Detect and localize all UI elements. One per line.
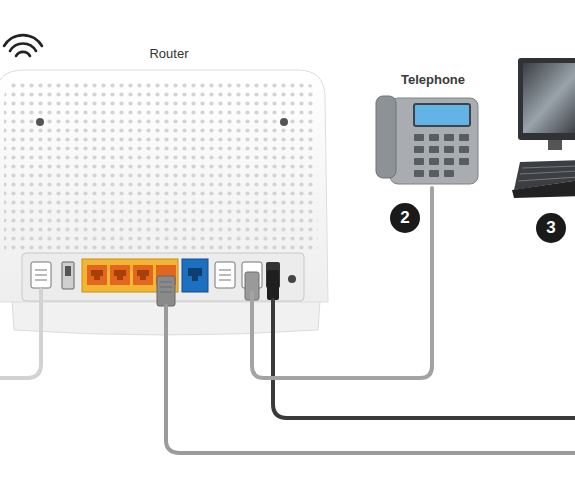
- cables: [0, 290, 575, 453]
- router-illustration: [0, 70, 328, 335]
- callout-circle: [390, 203, 420, 233]
- telephone-illustration: [376, 96, 478, 184]
- callout-circle: [536, 213, 566, 243]
- phone-cable: [252, 188, 432, 378]
- router-node: Router: [0, 44, 338, 292]
- node-label: Telephone: [370, 72, 496, 87]
- computer-illustration: [512, 58, 575, 198]
- callout-number: 2: [390, 203, 420, 233]
- node-label: Router: [0, 46, 338, 61]
- callout-number: 3: [536, 213, 566, 243]
- wifi-symbol: [4, 35, 42, 56]
- telephone-node: Telephone: [370, 70, 496, 188]
